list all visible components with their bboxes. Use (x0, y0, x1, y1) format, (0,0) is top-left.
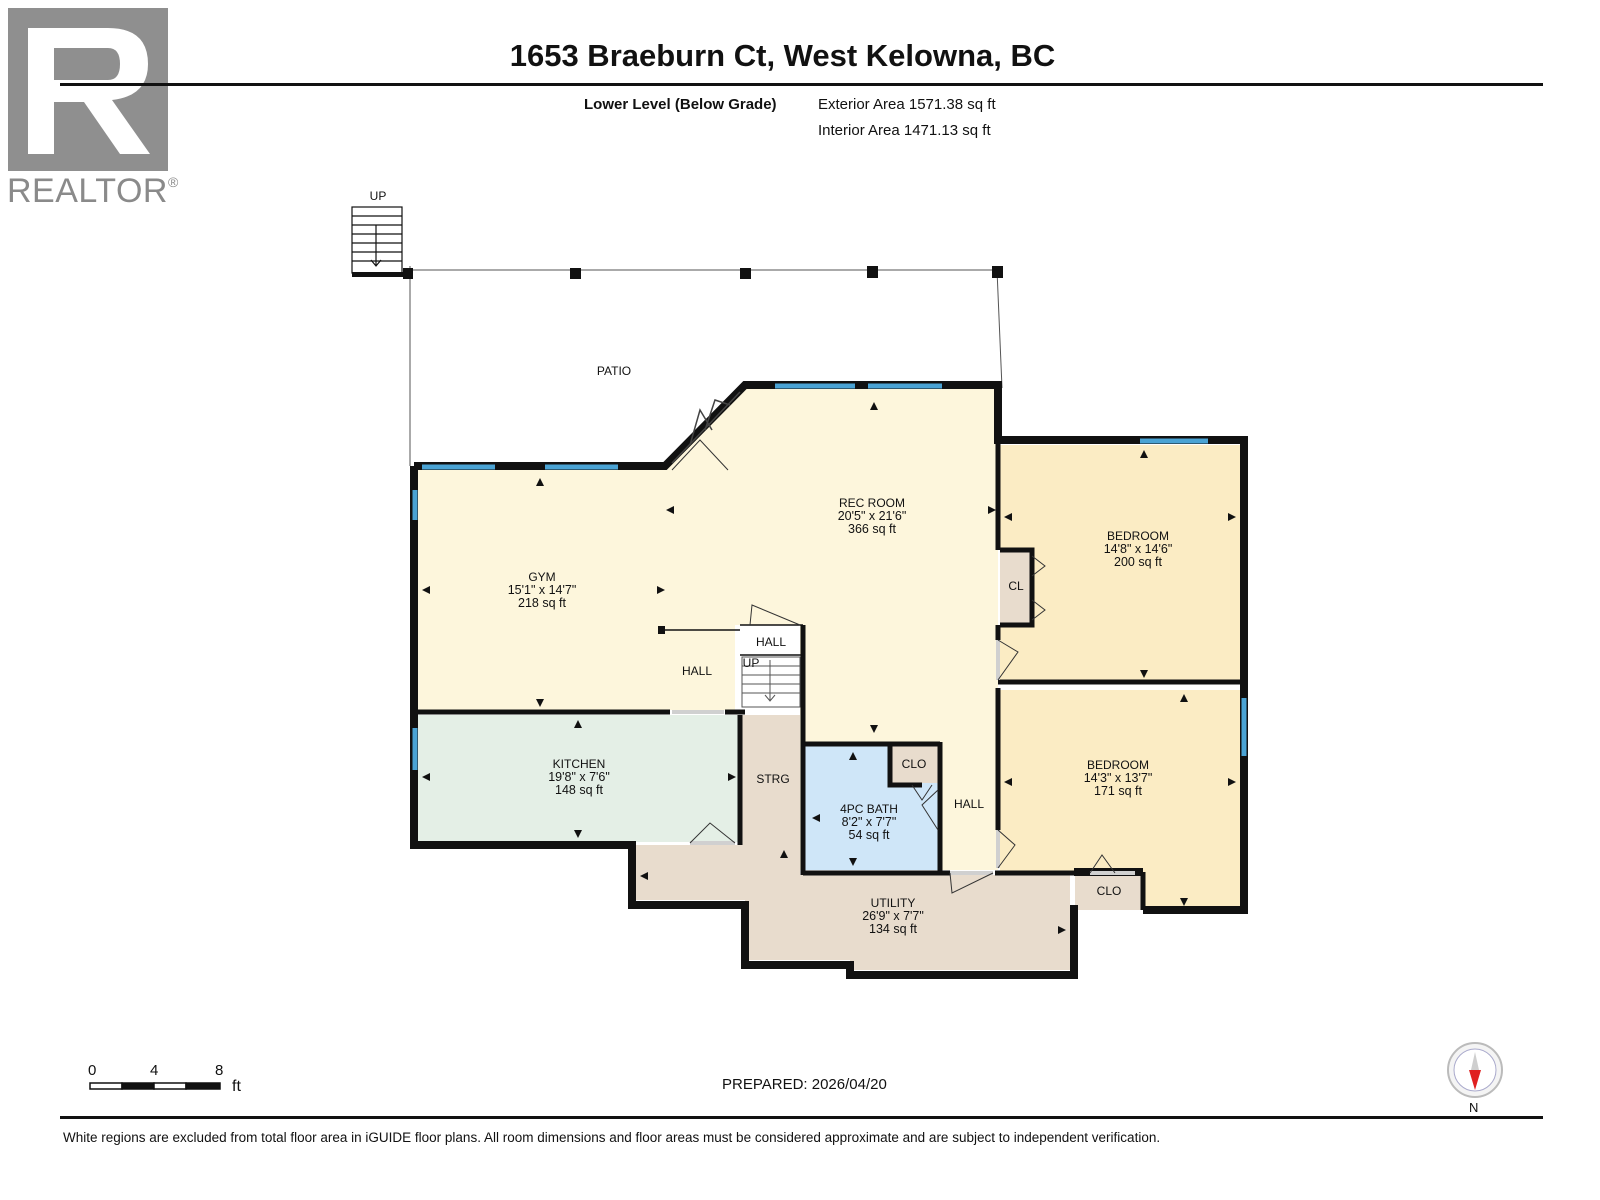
room-dims: 8'2" x 7'7" (841, 815, 897, 829)
scale-tick-4: 4 (150, 1062, 159, 1079)
room-area: 218 sq ft (518, 596, 566, 610)
room-closet-bedroom: CLO (1097, 885, 1122, 898)
room-name: UTILITY (870, 896, 916, 910)
closet-cl-fill (1000, 550, 1032, 625)
outside-stairs (351, 206, 403, 274)
dimension-arrows (422, 402, 1236, 934)
stairs-up-text: UP (369, 189, 387, 203)
interior-walls (414, 440, 1244, 910)
realtor-wordmark-text: REALTOR (7, 172, 168, 210)
door-openings (672, 640, 1135, 875)
room-gym: GYM 15'1" x 14'7" 218 sq ft (508, 571, 577, 610)
room-dims: 19'8" x 7'6" (548, 770, 610, 784)
scale-unit: ft (232, 1078, 241, 1095)
prepared-date: PREPARED: 2026/04/20 (722, 1076, 887, 1093)
room-name: HALL (681, 664, 713, 678)
room-dims: 14'3" x 13'7" (1083, 771, 1153, 785)
footer-rule (60, 1116, 1543, 1119)
registered-mark: ® (167, 174, 179, 190)
stairs-up-outside-label: UP (370, 190, 387, 203)
scale-tick-0: 0 (88, 1062, 97, 1079)
title-rule (60, 83, 1543, 86)
scale-bar (89, 1082, 221, 1090)
room-name: PATIO (596, 364, 632, 378)
angled-doors (671, 391, 741, 464)
room-bedroom-1: BEDROOM 14'8" x 14'6" 200 sq ft (1104, 530, 1173, 569)
realtor-r-mark-icon (8, 8, 168, 171)
room-dims: 14'8" x 14'6" (1103, 542, 1173, 556)
room-dims: 15'1" x 14'7" (507, 583, 577, 597)
room-patio: PATIO (597, 365, 631, 378)
stairs-up-inside-label: UP (743, 657, 760, 670)
room-area: 171 sq ft (1094, 784, 1142, 798)
scale-tick-8: 8 (215, 1062, 224, 1079)
kitchen-fill (418, 715, 740, 842)
hall-east-fill (940, 745, 998, 870)
patio-post (740, 268, 751, 279)
room-name: 4PC BATH (840, 802, 898, 816)
interior-area: Interior Area 1471.13 sq ft (818, 122, 991, 139)
room-kitchen: KITCHEN 19'8" x 7'6" 148 sq ft (548, 758, 610, 797)
patio-post (570, 268, 581, 279)
realtor-wordmark: REALTOR® (7, 172, 179, 211)
inside-stairs (741, 656, 801, 708)
room-dims: 26'9" x 7'7" (862, 909, 924, 923)
room-area: 54 sq ft (848, 828, 890, 842)
room-name: HALL (953, 797, 985, 811)
page-title: 1653 Braeburn Ct, West Kelowna, BC (509, 38, 1056, 73)
door-swings (671, 439, 1116, 894)
room-name: STRG (756, 772, 790, 786)
bedroom1-fill (1000, 445, 1240, 682)
level-name: Lower Level (Below Grade) (584, 96, 777, 113)
room-hall-east: HALL (954, 798, 984, 811)
room-hall-stair: HALL (756, 636, 786, 649)
room-closet-bath: CLO (902, 758, 927, 771)
room-name: CLO (1096, 884, 1122, 898)
room-dims: 20'5" x 21'6" (837, 509, 907, 523)
stairs-up-text: UP (742, 656, 760, 670)
patio-post (867, 266, 878, 278)
realtor-logo (8, 8, 168, 171)
room-area: 148 sq ft (555, 783, 603, 797)
room-area: 134 sq ft (869, 922, 917, 936)
patio-post (992, 266, 1003, 278)
room-rec-room: REC ROOM 20'5" x 21'6" 366 sq ft (838, 497, 907, 536)
room-bedroom-2: BEDROOM 14'3" x 13'7" 171 sq ft (1084, 759, 1153, 798)
compass-north-label: N (1469, 1100, 1479, 1115)
room-name: CLO (901, 757, 927, 771)
closet-bath-fill (890, 745, 938, 783)
room-name: GYM (528, 570, 556, 584)
patio-outline-top (404, 269, 1003, 389)
closet-bed-fill (1075, 872, 1143, 910)
room-name: CL (1008, 579, 1024, 593)
windows (412, 383, 1247, 770)
exterior-area: Exterior Area 1571.38 sq ft (818, 96, 996, 113)
room-area: 200 sq ft (1114, 555, 1162, 569)
room-name: KITCHEN (552, 757, 606, 771)
room-utility: UTILITY 26'9" x 7'7" 134 sq ft (862, 897, 924, 936)
room-closet-cl: CL (1008, 580, 1023, 593)
room-bath: 4PC BATH 8'2" x 7'7" 54 sq ft (840, 803, 898, 842)
compass-icon (1447, 1042, 1503, 1098)
room-name: REC ROOM (839, 496, 905, 510)
hall-partition-post (658, 626, 665, 634)
room-name: BEDROOM (1106, 529, 1169, 543)
bedroom2-fill (1000, 690, 1240, 910)
disclaimer: White regions are excluded from total fl… (63, 1130, 1161, 1145)
room-hall-gym: HALL (682, 665, 712, 678)
room-area: 366 sq ft (848, 522, 896, 536)
room-name: HALL (755, 635, 787, 649)
outside-stairs-base (352, 272, 408, 277)
room-name: BEDROOM (1086, 758, 1149, 772)
room-strg: STRG (756, 773, 789, 786)
